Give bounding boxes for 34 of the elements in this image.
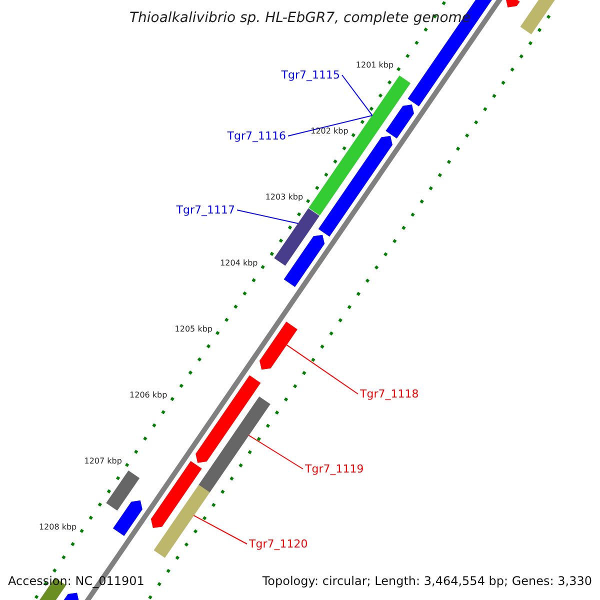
scale-label: 1204 kbp	[220, 258, 258, 268]
gene-bar	[506, 0, 520, 8]
gene-bar	[520, 0, 556, 34]
gene-bar	[318, 136, 392, 237]
gene-bar	[274, 208, 320, 266]
leader-line	[286, 344, 358, 394]
scale-label: 1205 kbp	[174, 324, 212, 334]
scale-label: 1207 kbp	[84, 456, 122, 466]
gene-bar	[284, 234, 325, 287]
scale-label: 1203 kbp	[265, 192, 304, 202]
gene-bar	[106, 470, 140, 511]
footer-text: Topology: circular; Length: 3,464,554 bp; Genes: 3,330	[262, 574, 592, 588]
gene-label: Tgr7_1120	[249, 538, 308, 550]
leader-line	[342, 74, 373, 116]
scale-label: 1208 kbp	[38, 522, 77, 532]
gene-bar	[150, 461, 202, 528]
leader-line	[248, 434, 304, 470]
gene-bar	[198, 396, 270, 493]
gene-bar	[408, 0, 494, 106]
gene-label: Tgr7_1116	[227, 130, 286, 142]
scale-label: 1202 kbp	[310, 126, 348, 136]
gene-bar	[113, 500, 142, 536]
scale-label: 1206 kbp	[130, 390, 168, 400]
leader-line	[288, 114, 373, 136]
gene-bar	[154, 484, 210, 558]
gene-label: Tgr7_1115	[281, 68, 340, 82]
leader-line	[236, 210, 299, 224]
gene-label: Tgr7_1117	[176, 204, 235, 216]
scale-label: 1201 kbp	[356, 60, 394, 70]
gene-bar	[196, 375, 261, 463]
gene-bar	[386, 104, 414, 138]
gene-bar	[260, 322, 298, 370]
gene-label: Tgr7_1119	[305, 462, 364, 476]
gene-label: Tgr7_1118	[360, 388, 419, 400]
